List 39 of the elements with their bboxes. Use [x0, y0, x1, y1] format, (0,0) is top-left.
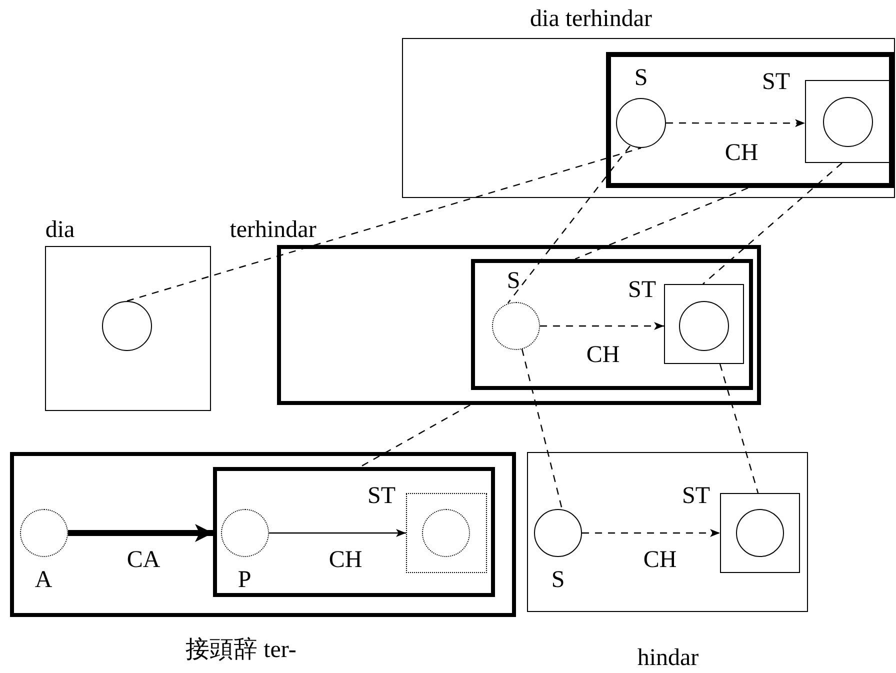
connector-line: [360, 404, 470, 468]
connector-line: [508, 146, 630, 304]
node-label: ST: [368, 484, 396, 508]
thick-box-node: [606, 52, 894, 188]
node-label: S: [551, 568, 565, 592]
node-label: A: [34, 568, 52, 592]
edge-label: CH: [724, 141, 758, 166]
node-label: ST: [682, 484, 710, 508]
edge-label: CA: [126, 548, 160, 572]
circle-node: [679, 301, 729, 351]
connector-line: [126, 147, 642, 302]
circle-node: [823, 97, 873, 147]
connector-line: [719, 364, 759, 494]
edge-label: CH: [643, 548, 677, 572]
thick-box-node: [471, 259, 753, 390]
edge-label: CH: [328, 548, 362, 572]
edge-label: CH: [586, 343, 620, 367]
node-label: ST: [762, 70, 790, 94]
node-label: 接頭辞 ter-: [186, 638, 296, 662]
node-label: terhindar: [230, 218, 316, 242]
arrow: [68, 524, 213, 542]
node-label: S: [634, 66, 648, 90]
node-label: dia terhindar: [530, 7, 652, 31]
node-label: hindar: [637, 646, 699, 670]
thick-box-node: [213, 467, 495, 597]
circle-node: [736, 509, 784, 557]
arrow: [269, 529, 406, 537]
arrow: [666, 119, 805, 128]
node-label: S: [506, 268, 520, 292]
circle-node: [102, 301, 152, 351]
node-label: P: [238, 568, 252, 592]
connector-line: [521, 348, 563, 510]
dotted-circle-node: [422, 508, 470, 556]
node-label: ST: [628, 278, 656, 302]
arrow: [582, 529, 720, 537]
connector-line: [574, 187, 748, 260]
connector-line: [702, 162, 842, 284]
node-label: dia: [45, 218, 75, 242]
arrow: [540, 322, 664, 330]
